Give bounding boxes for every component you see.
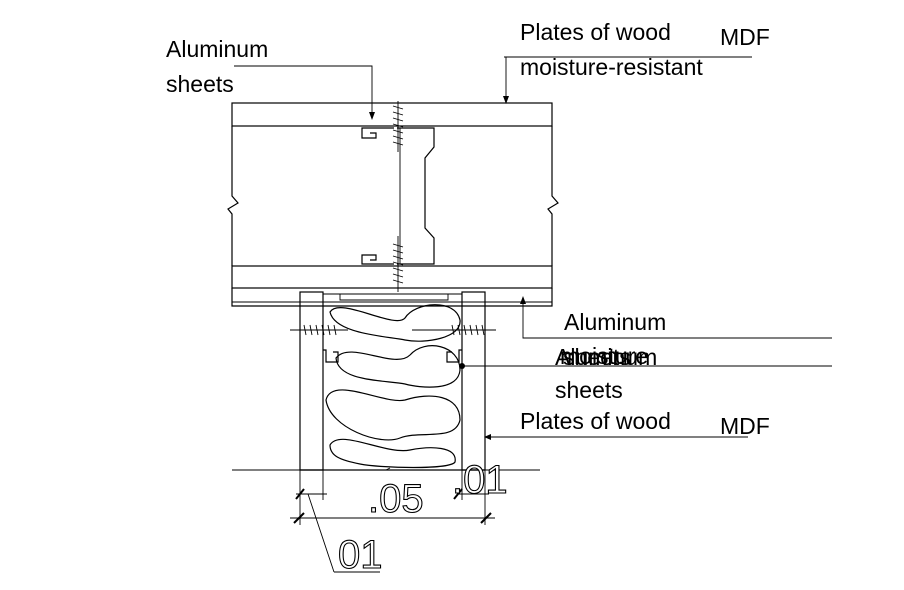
aluminum-clip-bottom (361, 254, 394, 265)
label-top-left-line1: Aluminum (166, 36, 268, 62)
screw-left-horizontal (290, 324, 348, 336)
left-channel-mdf (299, 291, 324, 471)
aluminum-clip-top (361, 127, 394, 139)
insulation-fill-2 (335, 345, 461, 388)
label-top-left-line2: sheets (166, 71, 234, 97)
bottom-aluminum-plate (231, 288, 553, 307)
screw-middle (392, 236, 404, 292)
insulation-fill-4 (329, 438, 456, 469)
label-top-right-line1: Plates of wood (520, 19, 671, 45)
top-mdf-board (231, 102, 553, 127)
dimension-01-bottom: 01 (338, 533, 383, 577)
label-right-aluminum: Aluminum (564, 309, 666, 335)
middle-mdf-board (231, 265, 553, 289)
screw-top (392, 101, 404, 152)
insulation-fill-3 (325, 389, 461, 441)
label-bottom-right-line1: Plates of wood (520, 408, 671, 434)
dimension-01-right: .01 (452, 458, 508, 502)
insulation-fill (329, 304, 461, 342)
right-side-clip (446, 349, 462, 363)
label-bottom-right-mdf: MDF (720, 413, 770, 439)
channel-inner-plate (323, 293, 462, 301)
screw-right-horizontal (412, 324, 496, 336)
label-right-overlap-c: moisture (560, 343, 648, 369)
right-wall-line (547, 126, 559, 266)
label-right-overlap-a: Aluminum (555, 344, 657, 370)
dimension-05: .05 (368, 477, 424, 521)
metal-stud-profile (397, 127, 435, 265)
label-top-right-mdf: MDF (720, 24, 770, 50)
right-channel-mdf (461, 291, 486, 471)
dimension-lines (290, 467, 495, 573)
left-side-clip (323, 349, 339, 363)
left-wall-line (227, 126, 239, 266)
label-right-overlap-b: sheets (563, 344, 631, 370)
label-right-sheets: sheets (555, 377, 623, 403)
leader-lines (234, 56, 832, 440)
label-top-right-line2: moisture-resistant (520, 54, 703, 80)
